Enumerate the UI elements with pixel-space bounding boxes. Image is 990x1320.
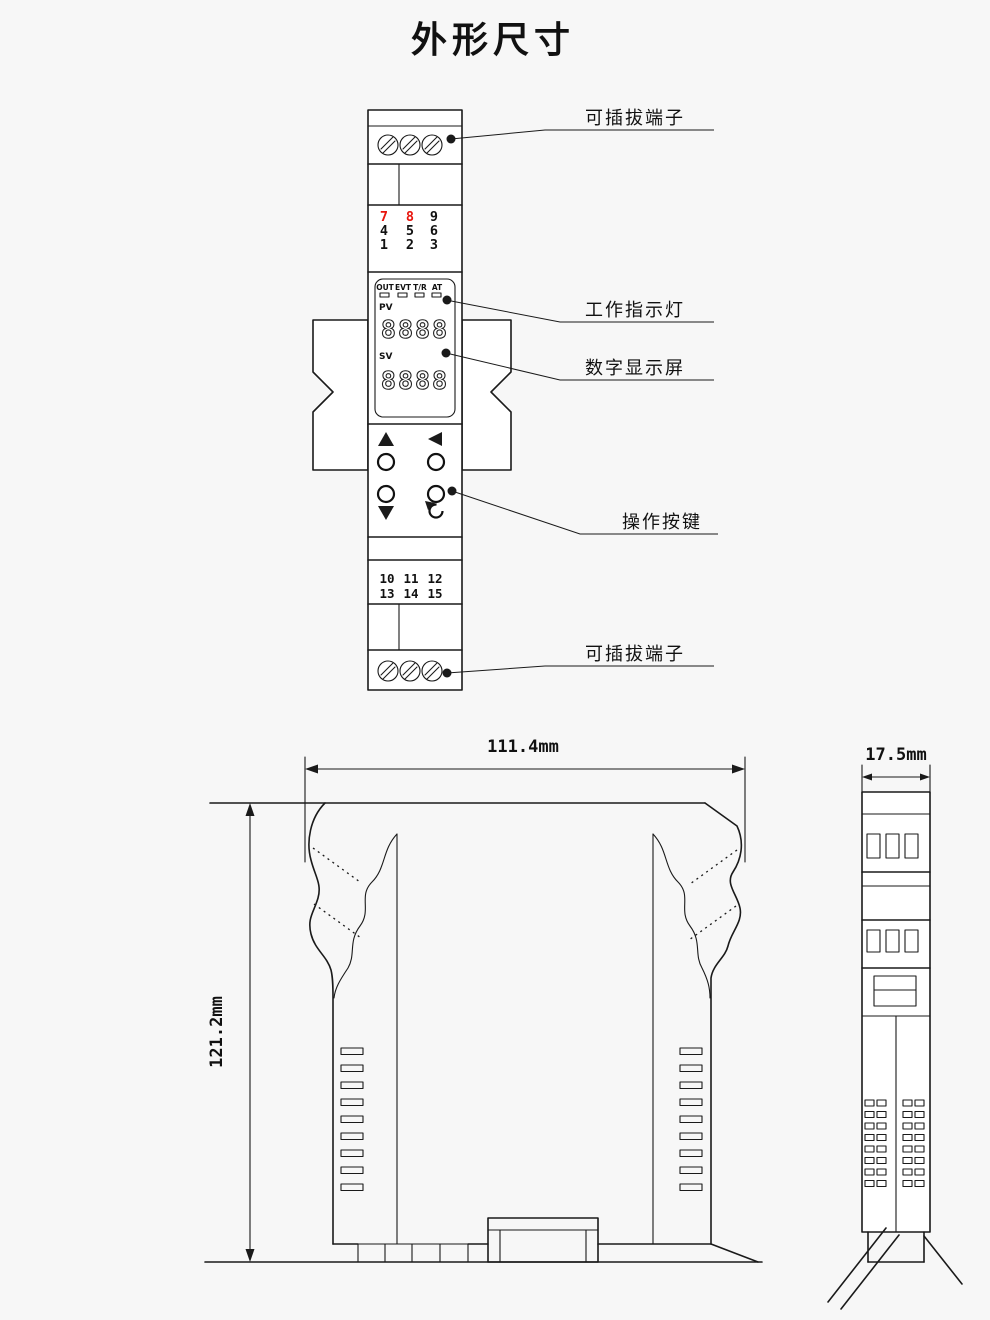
page-title: 外形尺寸 [411,20,575,61]
terminal-number-5: 5 [406,223,414,239]
vent-slots-right [679,1047,703,1192]
terminal-number-15: 15 [427,586,442,601]
vent-slots-left [340,1047,364,1192]
operation-buttons [376,432,457,520]
pv-display: 8888 [381,315,449,344]
terminal-number-13: 13 [379,586,394,601]
front-view: 7 8 9 4 5 6 1 2 3 OUT EVT T/R AT PV 8888 [312,109,512,691]
set-button[interactable] [426,484,446,504]
callout-bottom-terminal: 可插拔端子 [585,644,685,665]
up-arrow-icon [378,432,394,446]
indicator-label-tr: T/R [413,283,427,292]
bottom-terminal-numbers: 10 11 12 13 14 15 [379,571,442,601]
terminal-number-9: 9 [430,209,438,225]
up-button[interactable] [376,452,396,472]
terminal-number-6: 6 [430,223,438,239]
indicator-led-out [379,292,390,298]
depth-arrow-right [920,773,930,781]
leader-bottom-terminal [446,665,714,674]
width-arrow-left [305,764,318,774]
left-wing [312,319,369,471]
terminal-number-14: 14 [403,586,418,601]
terminal-number-10: 10 [379,571,394,586]
sv-display: 8888 [381,366,449,395]
terminal-number-3: 3 [430,237,438,253]
callout-indicator-light: 工作指示灯 [585,300,685,321]
shift-button[interactable] [426,452,446,472]
right-wing [461,319,512,471]
indicator-label-at: AT [432,283,443,292]
indicator-label-evt: EVT [395,283,412,292]
end-view: 17.5mm [827,745,963,1310]
din-clip [332,1217,759,1263]
callout-digital-display: 数字显示屏 [585,358,685,379]
din-rail [827,1227,963,1310]
leader-digital-display [445,352,714,381]
height-arrow-top [245,803,255,816]
indicator-led-tr [414,292,425,298]
top-terminal-numbers: 7 8 9 4 5 6 1 2 3 [380,209,438,253]
terminal-number-11: 11 [403,571,418,586]
dimension-depth-label: 17.5mm [865,745,926,765]
terminal-number-1: 1 [380,237,388,253]
terminal-number-8: 8 [406,209,414,225]
leader-operation-buttons [451,490,718,535]
side-view: 111.4mm 121.2mm [204,737,763,1263]
indicator-label-out: OUT [376,283,394,292]
callout-operation-buttons: 操作按键 [622,512,702,533]
dimension-height-label: 121.2mm [207,996,227,1068]
display-bezel: OUT EVT T/R AT PV 8888 SV 8888 [367,271,463,425]
indicator-led-evt [397,292,408,298]
return-arrow-icon [425,501,444,519]
terminal-number-4: 4 [380,223,388,239]
down-button[interactable] [376,484,396,504]
indicator-led-at [431,292,442,298]
left-arrow-icon [428,432,442,446]
end-view-housing [861,791,931,1263]
down-arrow-icon [378,506,394,520]
terminal-number-12: 12 [427,571,442,586]
leader-top-terminal [450,129,714,140]
callout-top-terminal: 可插拔端子 [585,108,685,129]
top-terminal-block [367,125,463,165]
callouts: 可插拔端子 工作指示灯 数字显示屏 操作按键 可插拔端子 [445,108,718,674]
terminal-number-7: 7 [380,209,388,225]
leader-indicator-light [445,299,714,323]
sv-label: SV [379,352,392,362]
height-arrow-bottom [245,1249,255,1262]
terminal-number-2: 2 [406,237,414,253]
pv-label: PV [379,303,393,313]
housing-outline [308,802,743,1245]
width-arrow-right [732,764,745,774]
depth-arrow-left [862,773,872,781]
bottom-terminal-block [367,649,463,682]
dimension-width-label: 111.4mm [487,737,559,757]
module-body [367,109,463,691]
